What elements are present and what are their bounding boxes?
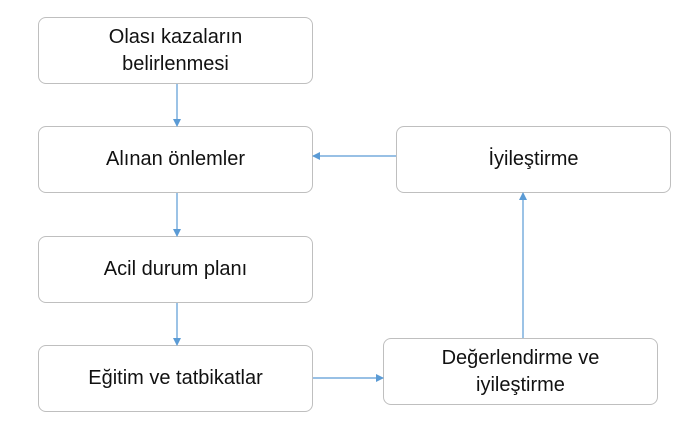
node-degerlendirme-ve-iyilestirme: Değerlendirme ve iyileştirme — [383, 338, 658, 405]
node-acil-durum-plani: Acil durum planı — [38, 236, 313, 303]
node-label: İyileştirme — [488, 148, 579, 170]
node-label: Değerlendirme ve iyileştirme — [441, 346, 600, 396]
node-label: Acil durum planı — [103, 258, 248, 280]
node-olasi-kazalarin-belirlenmesi: Olası kazaların belirlenmesi — [38, 17, 313, 84]
node-label: Alınan önlemler — [106, 148, 245, 170]
node-egitim-ve-tatbikatlar: Eğitim ve tatbikatlar — [38, 345, 313, 412]
node-label: Eğitim ve tatbikatlar — [88, 367, 263, 389]
node-label: Olası kazaların belirlenmesi — [108, 25, 243, 75]
node-iyilestirme: İyileştirme — [396, 126, 671, 193]
